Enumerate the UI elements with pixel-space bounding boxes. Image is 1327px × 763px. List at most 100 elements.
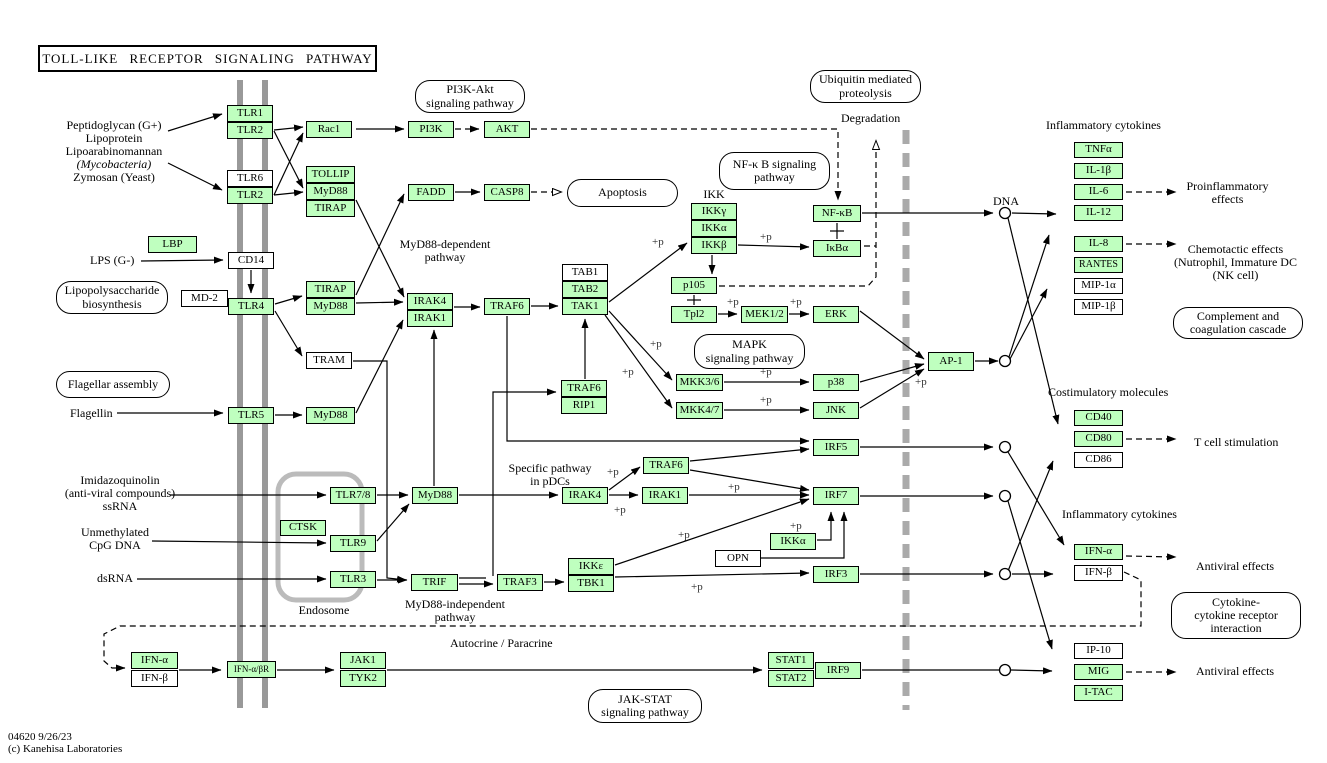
edge xyxy=(353,360,407,583)
gene-irak1[interactable]: IRAK1 xyxy=(642,487,688,504)
gene-tab1[interactable]: TAB1 xyxy=(562,264,608,281)
gene-akt[interactable]: AKT xyxy=(484,121,530,138)
gene-irak4[interactable]: IRAK4 xyxy=(562,487,608,504)
pathway-ref-apoptosis[interactable]: Apoptosis xyxy=(567,179,678,207)
gene-myd88[interactable]: MyD88 xyxy=(306,298,355,315)
gene-opn[interactable]: OPN xyxy=(715,550,761,567)
myd88-independent-label: MyD88-independent pathway xyxy=(405,597,505,625)
gene-traf6[interactable]: TRAF6 xyxy=(561,380,607,397)
ligand-mycobacteria: (Mycobacteria) xyxy=(76,157,152,171)
pathway-ref-lipopolysaccharide-biosynthesis[interactable]: Lipopolysaccharide biosynthesis xyxy=(56,281,168,314)
gene-ap-1[interactable]: AP-1 xyxy=(928,352,974,371)
gene-il-8[interactable]: IL-8 xyxy=(1074,236,1123,252)
gene-ikkε[interactable]: IKKε xyxy=(568,558,614,575)
gene-tlr2[interactable]: TLR2 xyxy=(227,187,273,204)
gene-tram[interactable]: TRAM xyxy=(306,352,352,369)
gene-myd88[interactable]: MyD88 xyxy=(306,407,355,424)
gene-ikkα[interactable]: IKKα xyxy=(770,533,816,550)
gene-myd88[interactable]: MyD88 xyxy=(412,487,458,504)
gene-tab2[interactable]: TAB2 xyxy=(562,281,608,298)
gene-iκbα[interactable]: IκBα xyxy=(813,240,861,257)
gene-tlr5[interactable]: TLR5 xyxy=(228,407,274,424)
gene-irak4[interactable]: IRAK4 xyxy=(407,293,453,310)
pathway-ref-ubiquitinmediated-proteolysis[interactable]: Ubiquitin mediated proteolysis xyxy=(810,70,921,103)
gene-stat2[interactable]: STAT2 xyxy=(768,670,814,687)
gene-tnfα[interactable]: TNFα xyxy=(1074,142,1123,158)
gene-tak1[interactable]: TAK1 xyxy=(562,298,608,315)
gene-mip-1α[interactable]: MIP-1α xyxy=(1074,278,1123,294)
gene-mkk3/6[interactable]: MKK3/6 xyxy=(676,374,723,391)
gene-ifn-β[interactable]: IFN-β xyxy=(131,670,178,687)
gene-jnk[interactable]: JNK xyxy=(813,402,859,419)
gene-tlr9[interactable]: TLR9 xyxy=(330,535,376,552)
gene-tlr2[interactable]: TLR2 xyxy=(227,122,273,139)
gene-tollip[interactable]: TOLLIP xyxy=(306,166,355,183)
gene-trif[interactable]: TRIF xyxy=(411,574,458,591)
gene-cd86[interactable]: CD86 xyxy=(1074,452,1123,468)
edge xyxy=(355,199,405,298)
gene-tirap[interactable]: TIRAP xyxy=(306,281,355,298)
gene-fadd[interactable]: FADD xyxy=(408,184,454,201)
gene-tpl2[interactable]: Tpl2 xyxy=(671,306,717,323)
gene-il-12[interactable]: IL-12 xyxy=(1074,205,1123,221)
gene-jak1[interactable]: JAK1 xyxy=(340,652,386,669)
gene-casp8[interactable]: CASP8 xyxy=(484,184,530,201)
gene-traf3[interactable]: TRAF3 xyxy=(497,574,543,591)
gene-p38[interactable]: p38 xyxy=(813,374,859,391)
gene-irf7[interactable]: IRF7 xyxy=(813,487,859,505)
gene-ikkβ[interactable]: IKKβ xyxy=(691,237,737,254)
gene-lbp[interactable]: LBP xyxy=(148,236,197,253)
gene-ikkα[interactable]: IKKα xyxy=(691,220,737,237)
gene-tlr1[interactable]: TLR1 xyxy=(227,105,273,122)
gene-rip1[interactable]: RIP1 xyxy=(561,397,607,414)
gene-il-6[interactable]: IL-6 xyxy=(1074,184,1123,200)
gene-pi3k[interactable]: PI3K xyxy=(408,121,454,138)
gene-stat1[interactable]: STAT1 xyxy=(768,652,814,669)
gene-traf6[interactable]: TRAF6 xyxy=(643,457,689,474)
gene-mip-1β[interactable]: MIP-1β xyxy=(1074,299,1123,315)
gene-irak1[interactable]: IRAK1 xyxy=(407,310,453,327)
pathway-ref-nf-κbsignaling-pathway[interactable]: NF-κ B signaling pathway xyxy=(719,152,830,190)
gene-mig[interactable]: MIG xyxy=(1074,664,1123,680)
gene-tbk1[interactable]: TBK1 xyxy=(568,575,614,592)
gene-p105[interactable]: p105 xyxy=(671,277,717,294)
gene-ifn-β[interactable]: IFN-β xyxy=(1074,565,1123,581)
pathway-ref-complementand-coagulationcascade[interactable]: Complement and coagulation cascade xyxy=(1173,307,1303,339)
gene-irf9[interactable]: IRF9 xyxy=(815,662,861,679)
gene-tlr3[interactable]: TLR3 xyxy=(330,571,376,588)
gene-tyk2[interactable]: TYK2 xyxy=(340,670,386,687)
gene-ikkγ[interactable]: IKKγ xyxy=(691,203,737,220)
pathway-ref-jak-stat-signalingpathway[interactable]: JAK-STAT signaling pathway xyxy=(588,689,702,723)
pathway-ref-flagellarassembly[interactable]: Flagellar assembly xyxy=(56,371,170,398)
gene-irf3[interactable]: IRF3 xyxy=(813,566,859,583)
gene-ifn-α/βr[interactable]: IFN-α/βR xyxy=(227,661,276,678)
gene-i-tac[interactable]: I-TAC xyxy=(1074,685,1123,701)
gene-erk[interactable]: ERK xyxy=(813,306,859,323)
gene-ctsk[interactable]: CTSK xyxy=(280,520,326,536)
gene-il-1β[interactable]: IL-1β xyxy=(1074,163,1123,179)
gene-traf6[interactable]: TRAF6 xyxy=(484,298,530,315)
gene-cd14[interactable]: CD14 xyxy=(228,252,274,269)
gene-ifn-α[interactable]: IFN-α xyxy=(131,652,178,669)
gene-rac1[interactable]: Rac1 xyxy=(306,121,352,138)
gene-mkk4/7[interactable]: MKK4/7 xyxy=(676,402,723,419)
gene-ifn-α[interactable]: IFN-α xyxy=(1074,544,1123,560)
gene-cd40[interactable]: CD40 xyxy=(1074,410,1123,426)
gene-irf5[interactable]: IRF5 xyxy=(813,439,859,456)
gene-tlr4[interactable]: TLR4 xyxy=(228,298,274,315)
pathway-ref-cytokine--cytokinereceptor-interaction[interactable]: Cytokine- cytokine receptor interaction xyxy=(1171,592,1301,639)
gene-tlr6[interactable]: TLR6 xyxy=(227,170,273,187)
gene-tirap[interactable]: TIRAP xyxy=(306,200,355,217)
gene-ip-10[interactable]: IP-10 xyxy=(1074,643,1123,659)
gene-md-2[interactable]: MD-2 xyxy=(181,290,228,307)
pathway-ref-pi3k-akt-signalingpathway[interactable]: PI3K-Akt signaling pathway xyxy=(415,80,525,113)
edge xyxy=(355,319,404,414)
gene-tlr7/8[interactable]: TLR7/8 xyxy=(330,487,376,504)
edge xyxy=(859,310,925,360)
gene-nf-κb[interactable]: NF-κB xyxy=(813,205,861,222)
gene-myd88[interactable]: MyD88 xyxy=(306,183,355,200)
pathway-ref-mapk-signalingpathway[interactable]: MAPK signaling pathway xyxy=(694,334,805,369)
gene-cd80[interactable]: CD80 xyxy=(1074,431,1123,447)
gene-mek1/2[interactable]: MEK1/2 xyxy=(741,306,788,323)
gene-rantes[interactable]: RANTES xyxy=(1074,257,1123,273)
